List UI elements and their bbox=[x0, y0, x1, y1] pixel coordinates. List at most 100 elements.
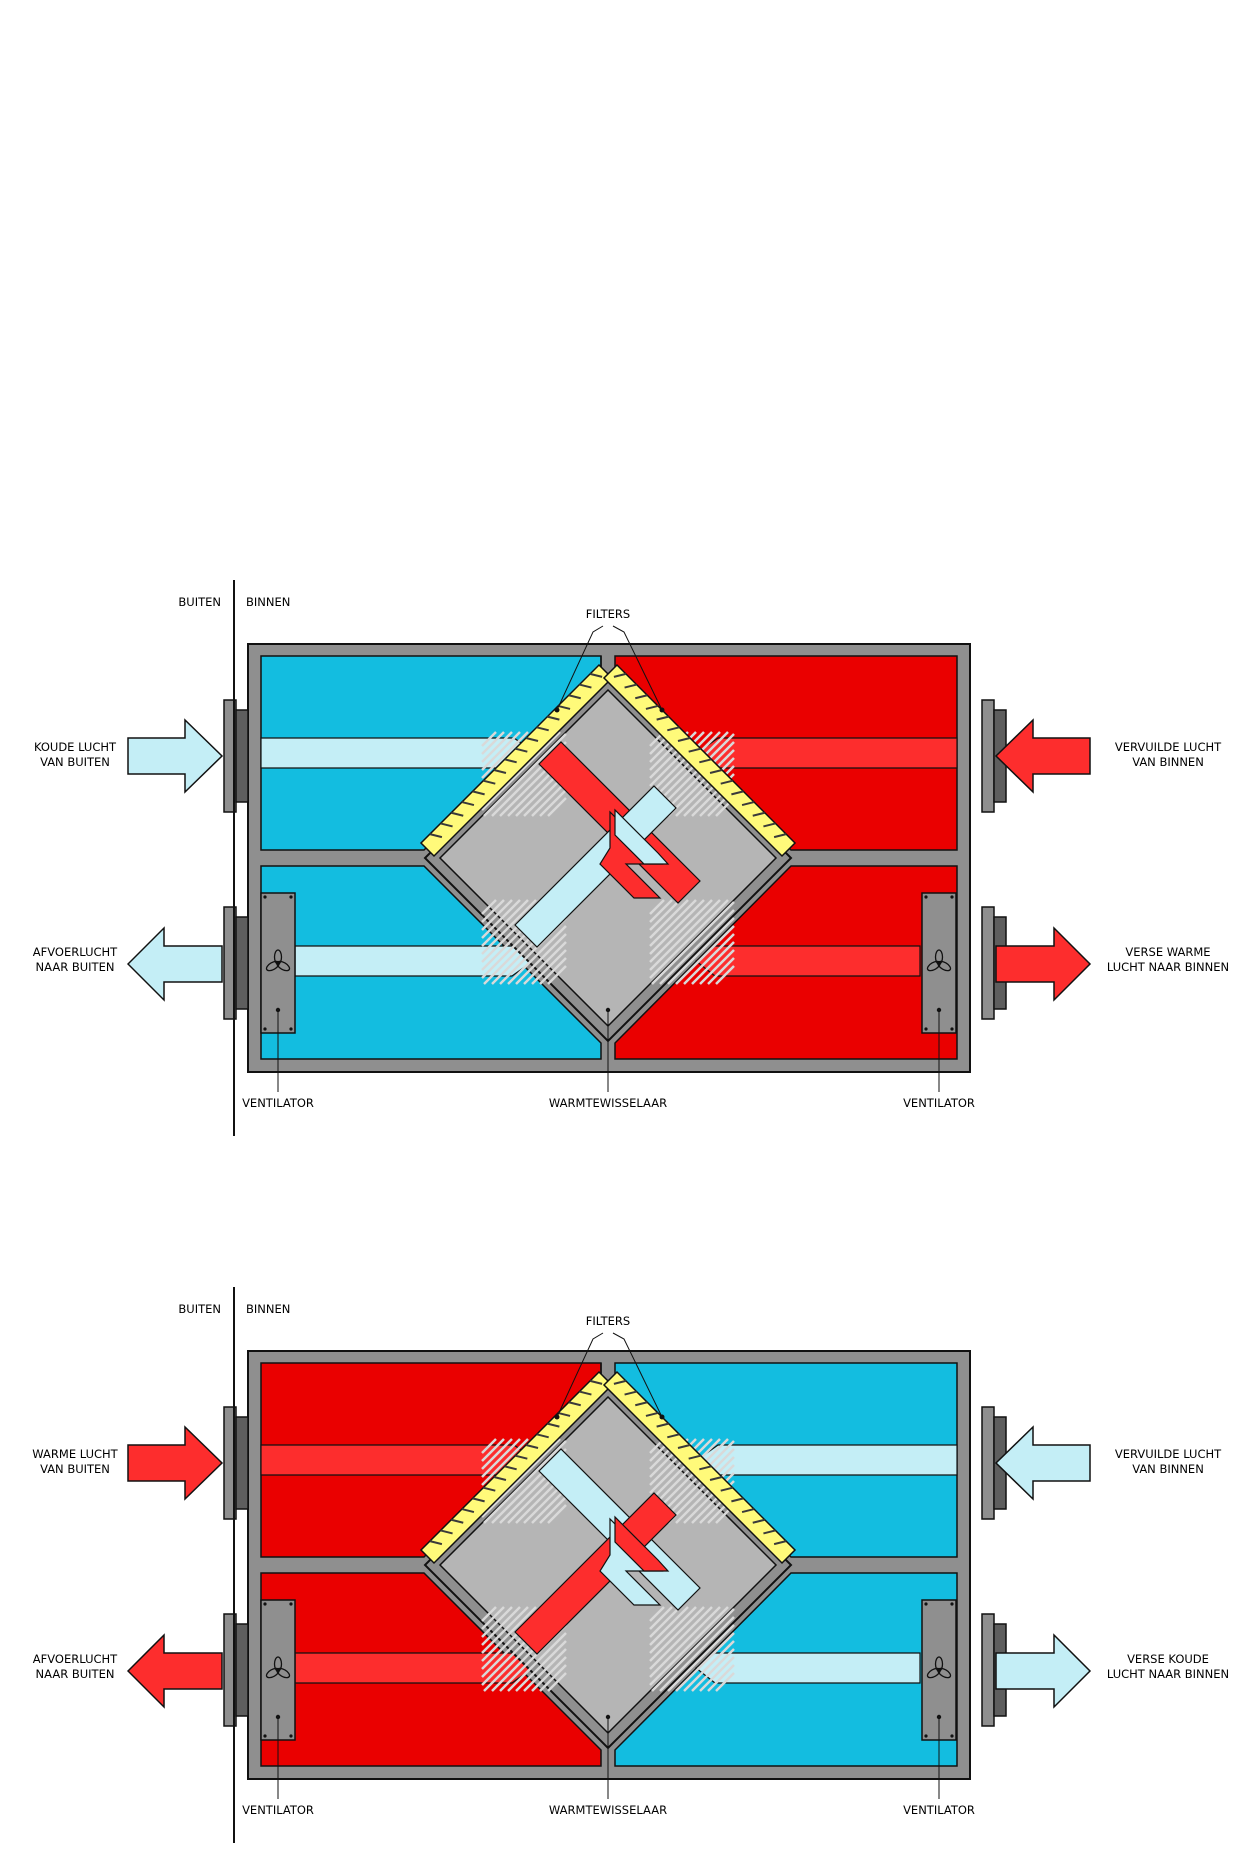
lamella bbox=[659, 909, 735, 985]
filter-leader-dot bbox=[554, 1414, 560, 1420]
fan-hub bbox=[276, 961, 280, 965]
filter-hatch bbox=[483, 1486, 496, 1492]
filter-right-strip bbox=[602, 1370, 797, 1565]
filter-hatch bbox=[461, 801, 475, 807]
filter-hatch bbox=[579, 683, 592, 689]
lamella bbox=[651, 1608, 735, 1692]
label-filters: FILTERS bbox=[586, 607, 630, 621]
screw bbox=[289, 1602, 293, 1606]
fan-icon bbox=[265, 1656, 291, 1679]
lamella bbox=[675, 925, 735, 985]
filter-hatch bbox=[493, 769, 507, 774]
lamella bbox=[481, 1438, 513, 1470]
filter-hatch bbox=[773, 1540, 787, 1546]
label-buiten: BUITEN bbox=[178, 595, 221, 609]
screw bbox=[924, 1734, 928, 1738]
screw bbox=[950, 1602, 954, 1606]
filter-hatch bbox=[752, 1518, 765, 1524]
lamella bbox=[481, 1606, 521, 1646]
lamella bbox=[659, 1616, 735, 1692]
lamella bbox=[683, 1640, 735, 1692]
label-inlet-left-2: VAN BUITEN bbox=[40, 1462, 110, 1476]
ventilator-right bbox=[921, 892, 957, 1092]
lamella bbox=[539, 957, 567, 985]
lamella bbox=[691, 941, 735, 985]
collar-top-left bbox=[223, 1406, 249, 1520]
diagram-labels: BUITEN BINNEN FILTERS KOUDE LUCHT VAN BU… bbox=[33, 595, 1229, 1110]
lamella bbox=[481, 731, 497, 747]
collar-top-right bbox=[981, 699, 1007, 813]
filter-hatch bbox=[763, 1529, 776, 1535]
filter-hatch bbox=[579, 1390, 592, 1396]
filter-hatch bbox=[429, 833, 443, 839]
lamella bbox=[649, 1438, 721, 1510]
lamella bbox=[481, 1438, 529, 1486]
lamella bbox=[481, 731, 513, 763]
lamella bbox=[539, 1664, 567, 1692]
diagram-summer-mode: BUITEN BINNEN FILTERS WARME LUCHT VAN BU… bbox=[32, 1287, 1229, 1843]
arrow-inlet-right bbox=[994, 1425, 1091, 1501]
filter-hatch bbox=[568, 1401, 581, 1407]
screw bbox=[289, 1734, 293, 1738]
lamella bbox=[481, 899, 513, 931]
lamella bbox=[649, 1438, 713, 1502]
lamella bbox=[649, 899, 673, 923]
filter-hatch bbox=[525, 737, 539, 742]
lamella bbox=[515, 1640, 567, 1692]
filter-leader-right bbox=[612, 1332, 663, 1418]
lamella bbox=[531, 1656, 567, 1692]
filter-hatch bbox=[472, 790, 485, 796]
lamella bbox=[481, 1606, 497, 1622]
filter-leader-left bbox=[556, 1332, 604, 1418]
collar-top-right-outer bbox=[981, 699, 995, 813]
screw bbox=[924, 1602, 928, 1606]
filter-hatch bbox=[656, 1422, 669, 1428]
lamella bbox=[481, 1606, 537, 1662]
center-arrow-in bbox=[614, 1515, 670, 1572]
lamella bbox=[649, 899, 681, 931]
label-warmtewisselaar: WARMTEWISSELAAR bbox=[549, 1096, 667, 1110]
lamella bbox=[707, 1664, 735, 1692]
screw bbox=[263, 1734, 267, 1738]
screw bbox=[950, 1734, 954, 1738]
lamella bbox=[483, 733, 567, 817]
stream-bottom-right bbox=[695, 1652, 921, 1684]
diagram-winter-mode: BUITEN BINNEN FILTERS KOUDE LUCHT VAN BU… bbox=[33, 580, 1229, 1136]
label-outlet-left-1: AFVOERLUCHT bbox=[33, 945, 118, 959]
label-binnen: BINNEN bbox=[246, 1302, 290, 1316]
filter-hatch bbox=[635, 694, 648, 700]
filter-hatch bbox=[536, 1433, 549, 1439]
lamella bbox=[649, 1606, 665, 1622]
lamella bbox=[649, 1606, 689, 1646]
label-inlet-right-2: VAN BINNEN bbox=[1132, 755, 1204, 769]
filter-hatch bbox=[472, 1497, 485, 1503]
label-inlet-left-1: WARME LUCHT bbox=[32, 1447, 118, 1461]
filter-hatch bbox=[667, 726, 680, 732]
screw bbox=[950, 895, 954, 899]
lamella bbox=[649, 899, 729, 979]
filter-hatch bbox=[699, 758, 712, 764]
lamella bbox=[649, 1606, 697, 1654]
lamella bbox=[699, 949, 735, 985]
lamella bbox=[481, 1438, 561, 1518]
filter-hatch bbox=[741, 1508, 755, 1514]
filter-hatch bbox=[515, 747, 528, 753]
ventilator-left bbox=[260, 1599, 296, 1799]
filter-hatch bbox=[429, 1540, 443, 1546]
filter-hatch bbox=[557, 704, 571, 710]
lamella bbox=[539, 789, 567, 817]
lamella bbox=[523, 941, 567, 985]
filter-hatch bbox=[504, 758, 517, 764]
filter-hatch bbox=[752, 811, 765, 817]
collar-top-left-inner bbox=[235, 709, 249, 803]
lamella bbox=[649, 1606, 673, 1630]
lamella bbox=[675, 1464, 735, 1524]
label-filters: FILTERS bbox=[586, 1314, 630, 1328]
screw bbox=[950, 1027, 954, 1031]
filter-leader-right bbox=[612, 625, 663, 711]
arrow-outlet-left bbox=[126, 926, 223, 1002]
collar-bottom-left-inner bbox=[235, 1623, 249, 1717]
lamella bbox=[481, 731, 521, 771]
lamella bbox=[523, 1648, 567, 1692]
filter-hatch bbox=[547, 1422, 560, 1428]
